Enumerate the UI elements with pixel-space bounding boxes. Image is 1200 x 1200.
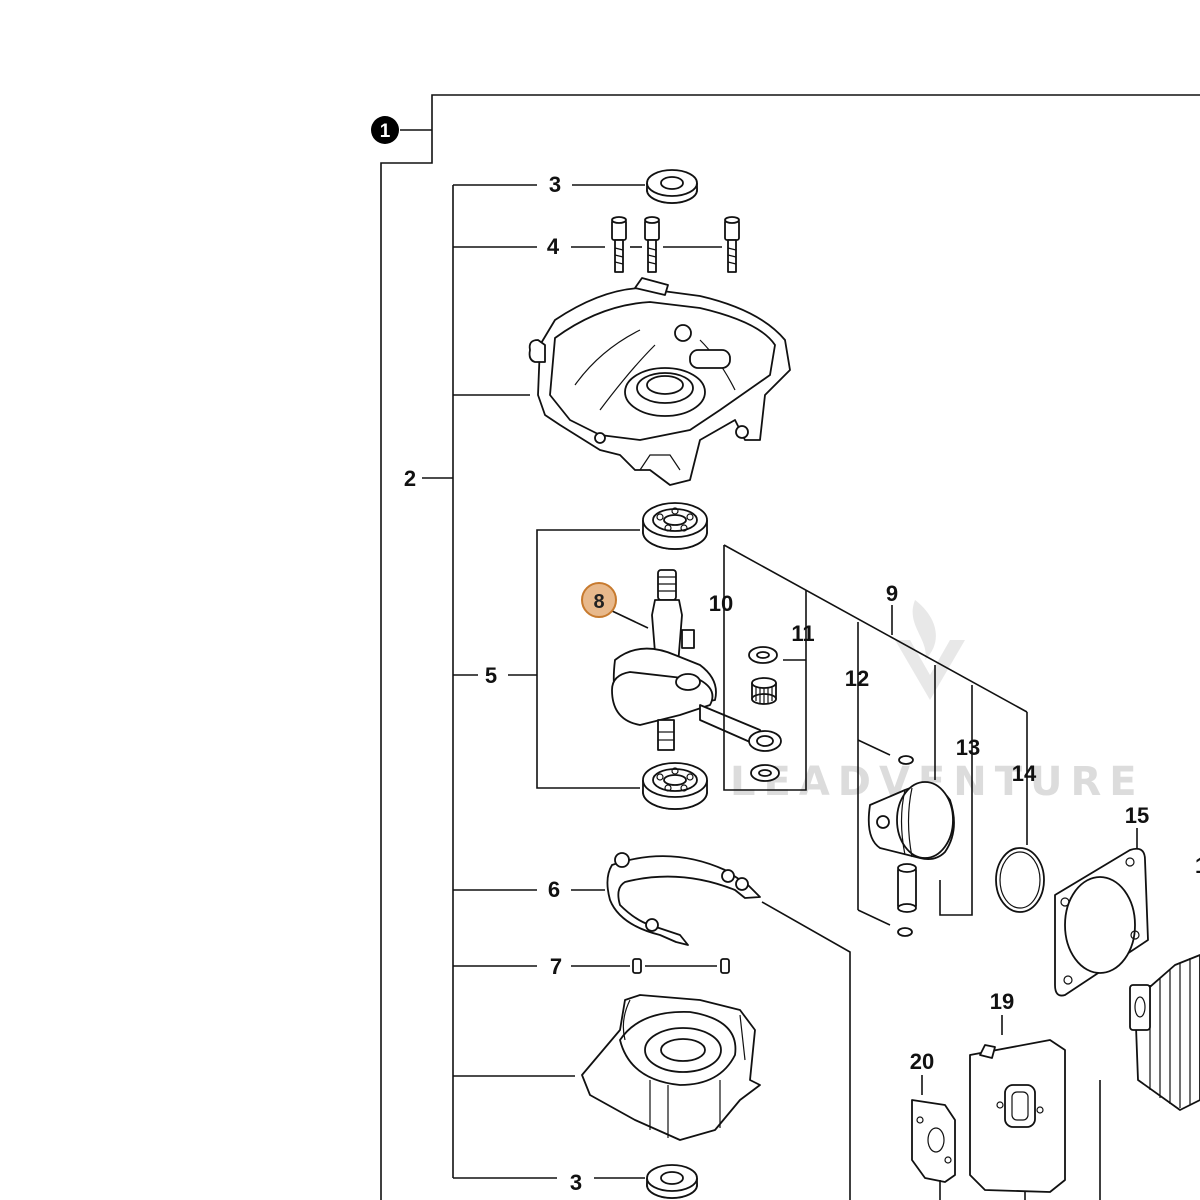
label-4: 4 [547,234,560,259]
assembly-badge [371,116,399,144]
label-20: 20 [910,1049,934,1074]
label-19: 19 [990,989,1014,1014]
screws [571,216,740,273]
crankcase-gasket [571,852,761,946]
crankcase-half-top [528,277,791,486]
label-15: 15 [1125,803,1149,828]
piston-pin [897,863,917,913]
label-14: 14 [1012,761,1037,786]
label-13: 13 [956,735,980,760]
dowel-pins [571,958,730,974]
crankshaft [611,569,782,752]
label-7: 7 [550,954,562,979]
needle-bearing [751,677,777,705]
thrust-washer-top [748,646,778,664]
highlight-badge-label: 8 [593,591,604,613]
thrust-washer-bottom [750,764,780,782]
label-3-bottom: 3 [570,1170,582,1195]
ball-bearing-top [642,502,708,550]
assembly-bracket: 1 [371,94,1200,1200]
oil-seal-top [572,169,698,204]
label-10: 10 [709,591,733,616]
piston-group-leaders [723,544,1028,926]
label-3-top: 3 [549,172,561,197]
label-16: 16 [1195,853,1200,878]
label-9: 9 [886,581,898,606]
oil-seal-bottom [594,1164,698,1199]
piston-ring [995,847,1045,913]
ball-bearing-bottom [642,762,708,810]
circlip-bottom [897,927,913,937]
crankshaft-group-bracket [536,529,640,789]
label-11: 11 [791,621,814,646]
highlight-badge-8: 8 [581,582,649,629]
piston [867,781,955,861]
label-6: 6 [548,877,560,902]
cylinder-gasket [1054,828,1149,997]
label-5: 5 [485,663,497,688]
crankcase-group-bracket [422,184,575,1179]
label-2: 2 [404,466,416,491]
cylinder [1129,954,1200,1111]
small-gasket [911,1075,956,1183]
leader-gasket-block [761,901,851,1200]
crankcase-half-bottom [581,994,761,1141]
intake-gasket [969,1015,1066,1193]
assembly-badge-label: 1 [380,121,391,142]
circlip-top [898,755,914,765]
label-12: 12 [845,666,869,691]
